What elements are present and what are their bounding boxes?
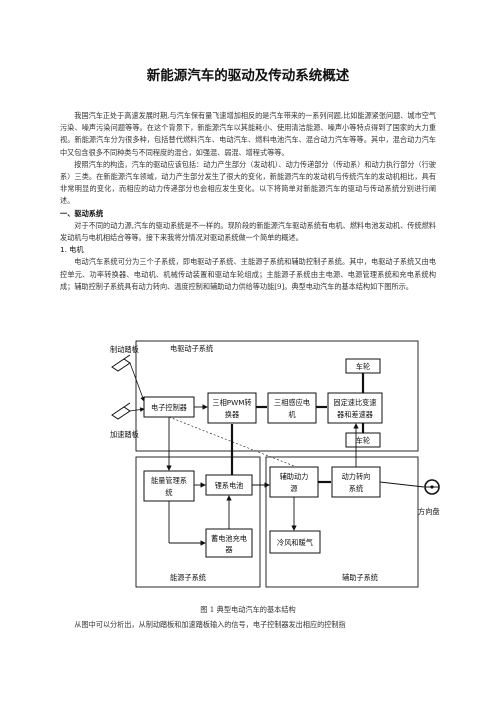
paragraph-1: 我国汽车正处于高速发展时期,与汽车保有量飞速增加相反的是汽车带来的一系列问题,比… bbox=[60, 111, 436, 157]
charger-label-1: 蓄电池充电 bbox=[211, 534, 247, 543]
gearbox-label-1: 固定速比变速 bbox=[333, 398, 376, 407]
brake-pedal-label: 制动踏板 bbox=[110, 345, 139, 354]
wheel-top-label: 车轮 bbox=[356, 362, 370, 371]
figure-caption: 图 1 典型电动汽车的基本结构 bbox=[200, 605, 296, 614]
hvac-label: 冷风和暖气 bbox=[277, 538, 313, 547]
ev-structure-diagram: 制动踏板 加速踏板 电驱动子系统 能源子系统 辅助子系统 电子控制器 三相PWM… bbox=[110, 337, 450, 595]
gearbox-label-2: 器和差速器 bbox=[337, 410, 373, 419]
inverter-label-1: 三相PWM转 bbox=[212, 398, 251, 407]
energy-subsystem-label: 能源子系统 bbox=[170, 573, 206, 582]
battery-label: 锂系电池 bbox=[215, 481, 244, 490]
energy-subsystem-frame bbox=[135, 456, 261, 588]
aux-power-label-1: 辅助动力 bbox=[280, 472, 309, 481]
drive-subsystem-label: 电驱动子系统 bbox=[170, 344, 213, 353]
steering-wheel-label: 方向盘 bbox=[418, 507, 440, 516]
hvac-box bbox=[269, 530, 321, 554]
paragraph-tail: 从图中可以分析出，从制动踏板和加速踏板输入的信号，电子控制器发出相应的控制指 bbox=[74, 620, 346, 629]
tail-section: 从图中可以分析出，从制动踏板和加速踏板输入的信号，电子控制器发出相应的控制指 bbox=[60, 619, 436, 631]
bms-box bbox=[143, 470, 195, 502]
motor-label-1: 三相感应电 bbox=[274, 398, 310, 407]
motor-box bbox=[267, 392, 317, 424]
steering-wheel-icon bbox=[424, 479, 440, 495]
aux-subsystem-frame bbox=[265, 456, 419, 588]
motor-label-2: 机 bbox=[288, 410, 296, 419]
charger-label-2: 器 bbox=[225, 545, 232, 554]
charger-box bbox=[205, 528, 253, 558]
brake-pedal-icon bbox=[111, 354, 131, 372]
inverter-box bbox=[207, 392, 257, 424]
accel-pedal-label: 加速踏板 bbox=[110, 430, 139, 439]
section-heading-drive: 一、驱动系统 bbox=[60, 208, 104, 218]
aux-power-label-2: 源 bbox=[290, 484, 297, 493]
paragraph-motor: 电动汽车系统可分为三个子系统，即电驱动子系统、主能源子系统和辅助控制子系统。其中… bbox=[60, 257, 436, 291]
diagram-svg: 制动踏板 加速踏板 电驱动子系统 能源子系统 辅助子系统 电子控制器 三相PWM… bbox=[110, 340, 440, 588]
intro-section: 我国汽车正处于高速发展时期,与汽车保有量飞速增加相反的是汽车带来的一系列问题,比… bbox=[60, 110, 436, 293]
paragraph-2: 按照汽车的构造，汽车的驱动应该包括：动力产生部分（发动机）、动力传递部分（传动系… bbox=[60, 159, 436, 206]
power-steering-label-2: 系统 bbox=[349, 484, 363, 493]
wheel-bottom-label: 车轮 bbox=[356, 436, 370, 445]
electronic-controller-label: 电子控制器 bbox=[151, 403, 187, 412]
bms-label-1: 能量管理系 bbox=[151, 476, 187, 485]
drive-subsystem-frame bbox=[135, 340, 419, 452]
subsection-heading-motor: 1. 电机 bbox=[60, 245, 84, 255]
power-steering-label-1: 动力转向 bbox=[342, 472, 371, 481]
bms-label-2: 统 bbox=[165, 488, 172, 497]
aux-subsystem-label: 辅助子系统 bbox=[342, 573, 378, 582]
accel-pedal-icon bbox=[111, 402, 131, 420]
paragraph-drive: 对于不同的动力源,汽车的驱动系统是不一样的。现阶段的新能源汽车驱动系统有电机、燃… bbox=[60, 220, 436, 243]
inverter-label-2: 换器 bbox=[225, 410, 239, 419]
document-title: 新能源汽车的驱动及传动系统概述 bbox=[146, 68, 350, 84]
gearbox-box bbox=[327, 392, 383, 424]
